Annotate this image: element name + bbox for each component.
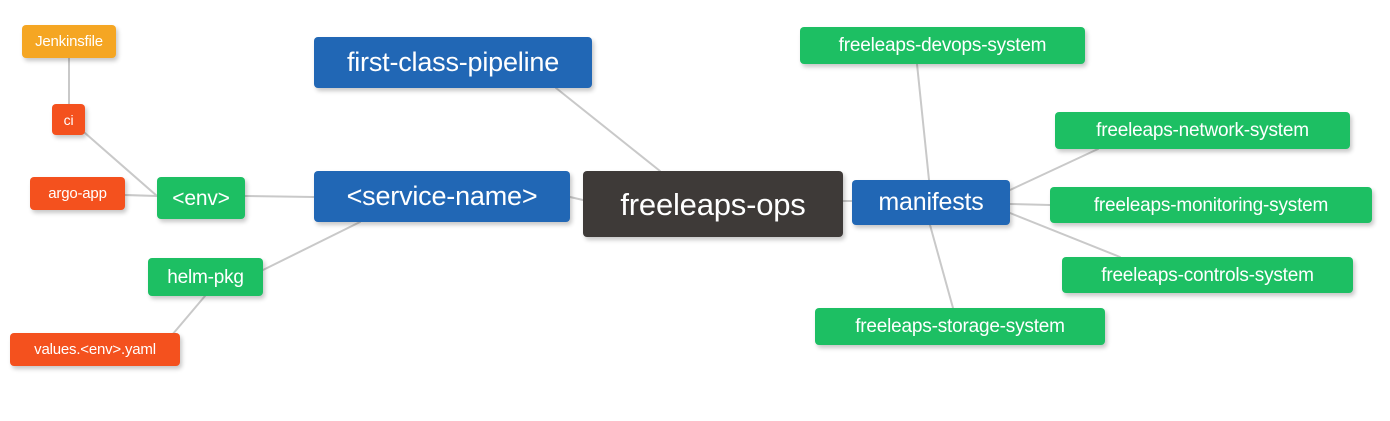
node-helm-pkg[interactable]: helm-pkg	[148, 258, 263, 296]
node-freeleaps-ops[interactable]: freeleaps-ops	[583, 171, 843, 237]
node-freeleaps-controls-system[interactable]: freeleaps-controls-system	[1062, 257, 1353, 293]
node-label-helm-pkg: helm-pkg	[167, 266, 244, 288]
node-first-class-pipeline[interactable]: first-class-pipeline	[314, 37, 592, 88]
edge-manifests-to-freeleaps-monitoring-system	[1009, 203, 1051, 206]
edge-manifests-to-freeleaps-network-system	[1009, 148, 1099, 191]
node-label-service-name: <service-name>	[346, 181, 538, 211]
node-freeleaps-network-system[interactable]: freeleaps-network-system	[1055, 112, 1350, 149]
node-freeleaps-monitoring-system[interactable]: freeleaps-monitoring-system	[1050, 187, 1372, 223]
node-label-freeleaps-network-system: freeleaps-network-system	[1096, 120, 1309, 141]
node-service-name[interactable]: <service-name>	[314, 171, 570, 222]
node-label-first-class-pipeline: first-class-pipeline	[346, 47, 560, 77]
node-label-jenkinsfile: Jenkinsfile	[35, 33, 103, 50]
edge-first-class-pipeline-to-freeleaps-ops	[555, 87, 661, 172]
node-argo-app[interactable]: argo-app	[30, 177, 125, 210]
edge-argo-app-to-env	[124, 194, 158, 197]
node-manifests[interactable]: manifests	[852, 180, 1010, 225]
node-label-ci: ci	[63, 111, 74, 128]
node-freeleaps-storage-system[interactable]: freeleaps-storage-system	[815, 308, 1105, 345]
node-label-argo-app: argo-app	[48, 185, 107, 202]
node-label-env: <env>	[172, 186, 230, 210]
edge-values-yaml-to-helm-pkg	[171, 295, 206, 336]
node-env[interactable]: <env>	[157, 177, 245, 219]
node-values-yaml[interactable]: values.<env>.yaml	[10, 333, 180, 366]
node-ci[interactable]: ci	[52, 104, 85, 135]
node-label-freeleaps-storage-system: freeleaps-storage-system	[855, 316, 1065, 337]
node-label-values-yaml: values.<env>.yaml	[34, 341, 156, 358]
edge-helm-pkg-to-service-name	[262, 221, 361, 271]
edge-manifests-to-freeleaps-storage-system	[929, 224, 954, 309]
node-label-freeleaps-devops-system: freeleaps-devops-system	[838, 35, 1047, 56]
edge-env-to-service-name	[244, 195, 315, 198]
edge-service-name-to-freeleaps-ops	[569, 196, 584, 201]
node-label-manifests: manifests	[878, 188, 984, 216]
node-label-freeleaps-controls-system: freeleaps-controls-system	[1101, 264, 1314, 286]
node-label-freeleaps-ops: freeleaps-ops	[620, 186, 806, 222]
node-label-freeleaps-monitoring-system: freeleaps-monitoring-system	[1093, 194, 1329, 216]
edge-manifests-to-freeleaps-devops-system	[916, 63, 930, 181]
node-freeleaps-devops-system[interactable]: freeleaps-devops-system	[800, 27, 1085, 64]
node-jenkinsfile[interactable]: Jenkinsfile	[22, 25, 116, 58]
